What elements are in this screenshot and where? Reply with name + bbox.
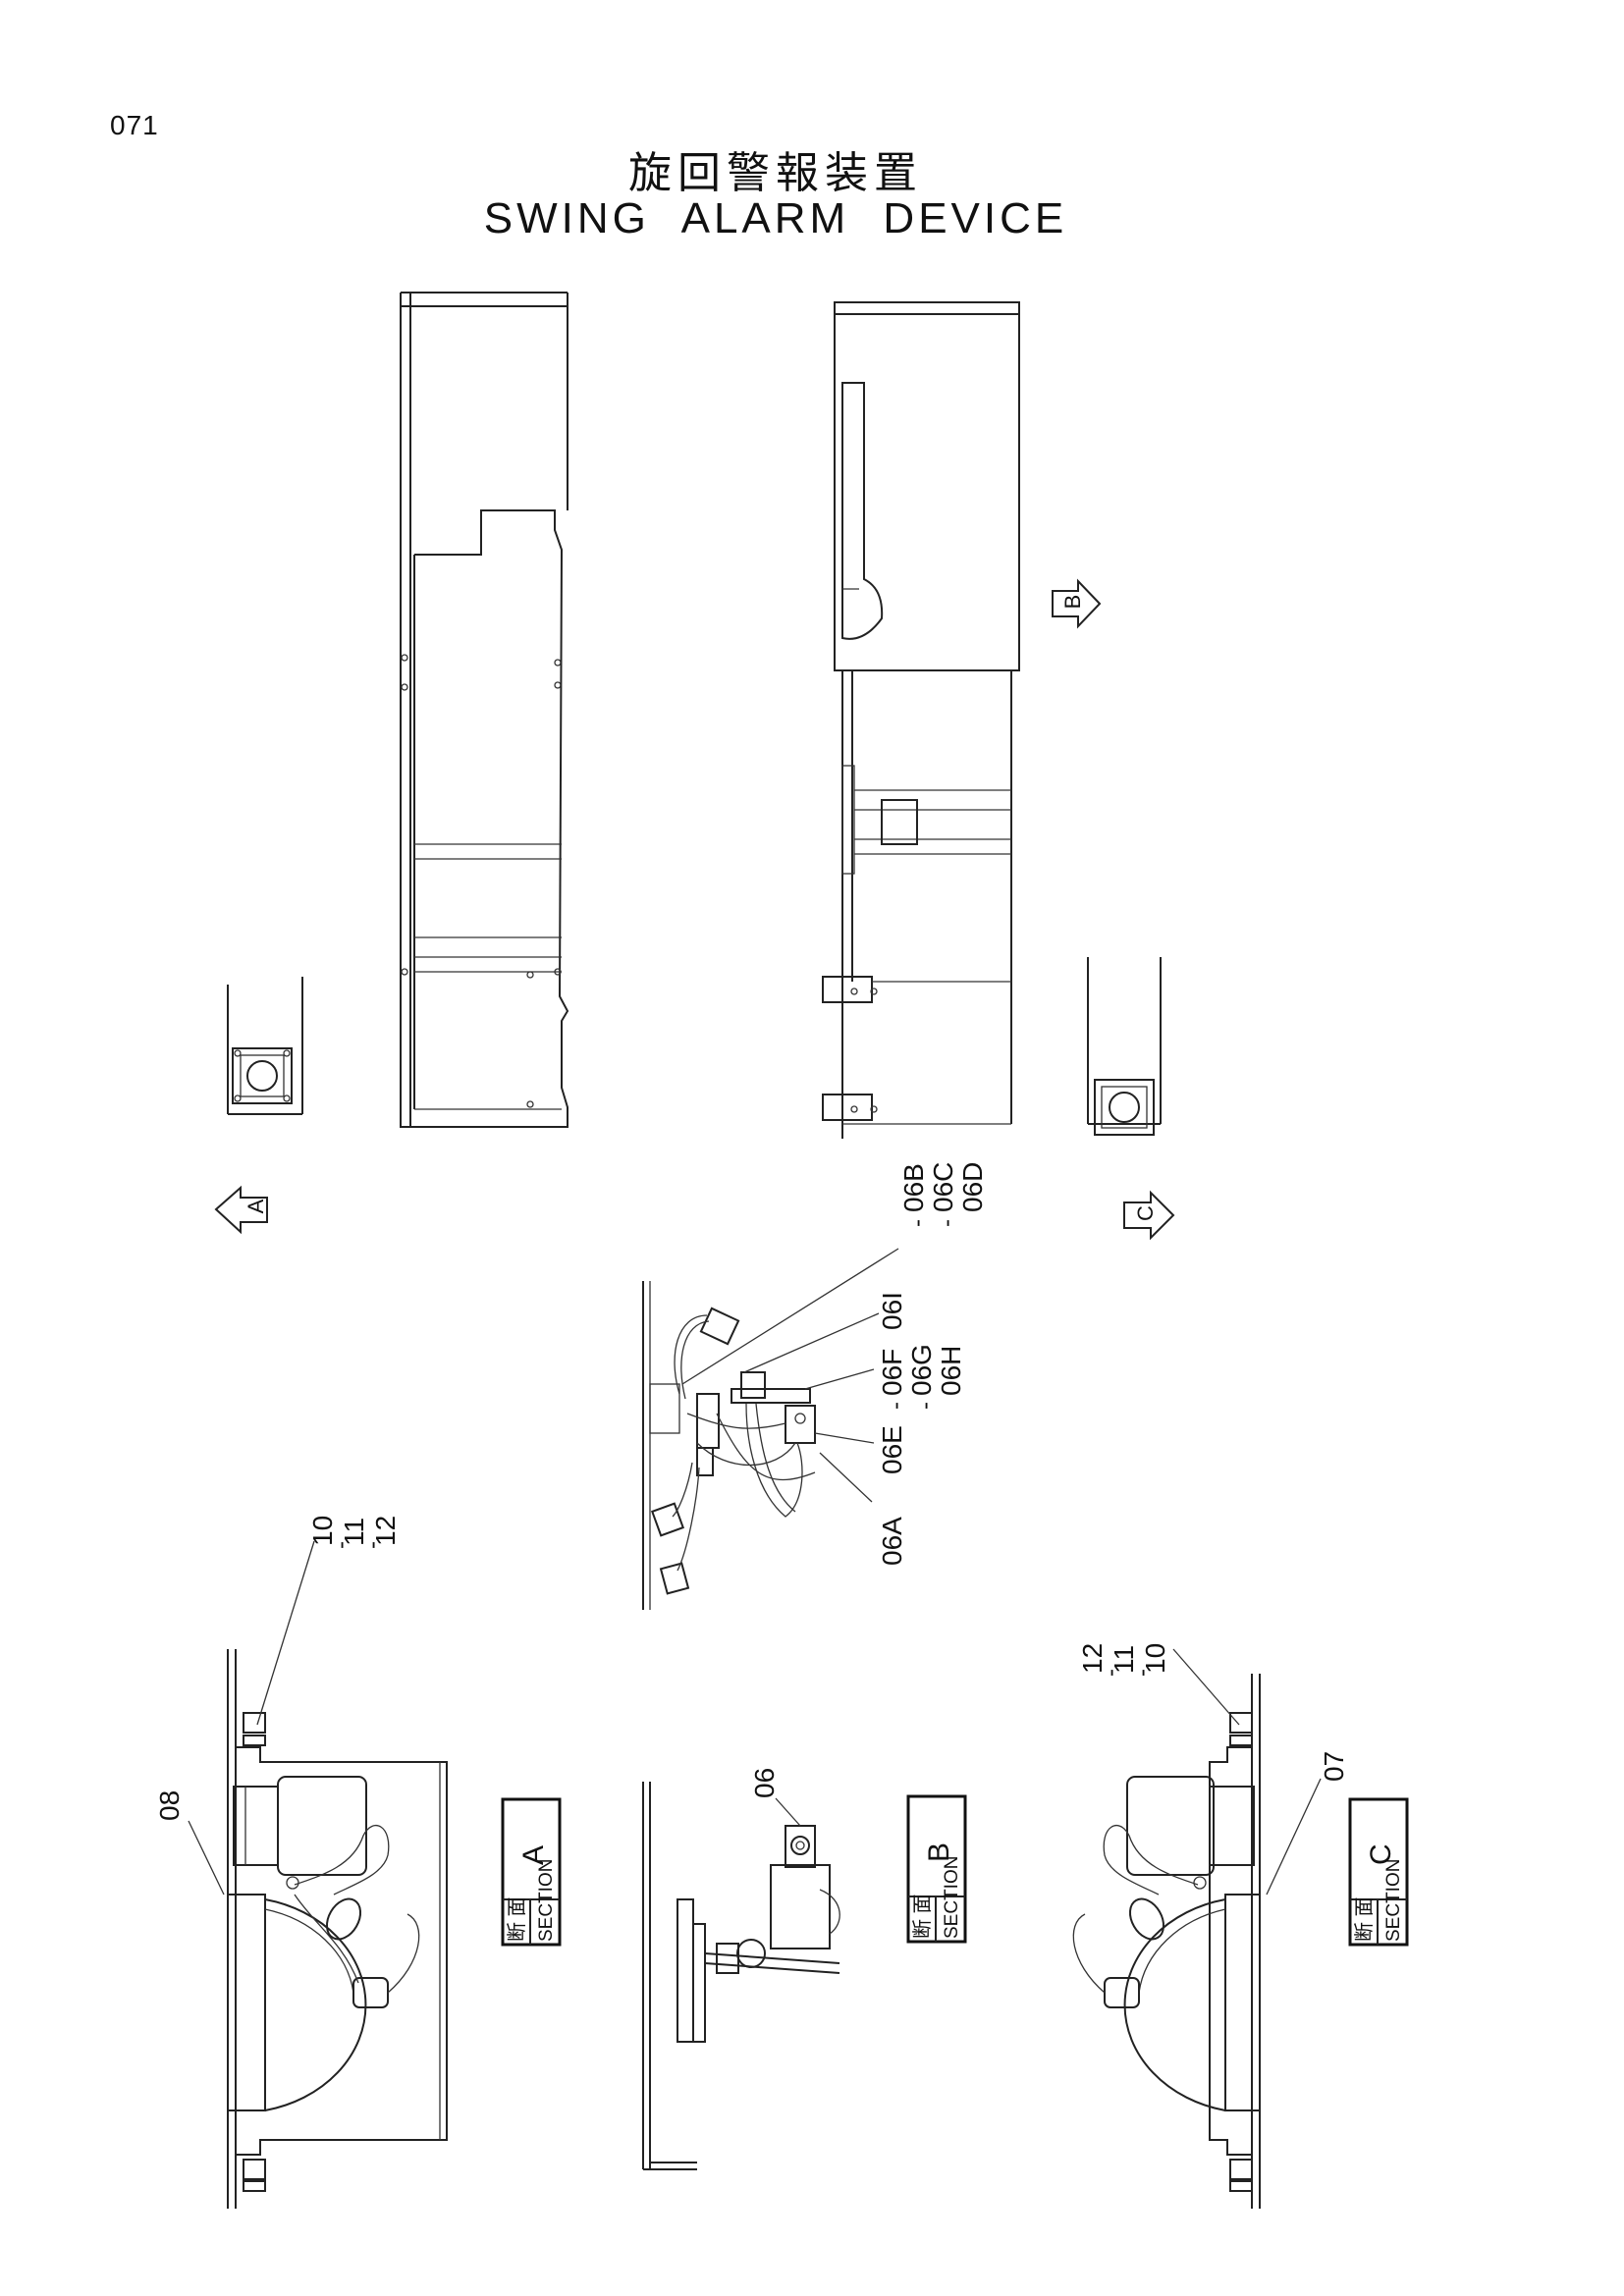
callout-left-12: 12	[370, 1516, 401, 1546]
wiring-leaders	[681, 1248, 899, 1503]
callout-left-dash1: -	[328, 1541, 354, 1549]
detail-right-plate	[1087, 957, 1162, 1136]
callout-07: 07	[1319, 1751, 1349, 1782]
callout-right-10: 10	[1140, 1643, 1170, 1674]
title-english: SWING ALARM DEVICE	[483, 194, 1068, 242]
view-arrow-b: B	[1052, 578, 1102, 629]
view-arrow-c: C	[1123, 1190, 1175, 1241]
section-b-letter: B	[923, 1842, 955, 1862]
callout-06f: 06F	[877, 1349, 907, 1396]
section-c-jp: 断 面	[1353, 1896, 1376, 1942]
section-b-drawing	[642, 1782, 840, 2170]
callout-left-dash2: -	[359, 1541, 386, 1549]
section-a-drawing	[188, 1540, 448, 2209]
callout-right-dash1: -	[1098, 1669, 1124, 1677]
page-number: 071	[110, 110, 159, 140]
section-a-letter: A	[517, 1845, 550, 1865]
section-c-en: SECTION	[1383, 1859, 1404, 1942]
section-c-letter: C	[1365, 1843, 1397, 1865]
callout-right-12: 12	[1077, 1643, 1108, 1674]
callout-06a: 06A	[877, 1517, 907, 1566]
view-label-a: A	[244, 1199, 268, 1213]
view-label-c: C	[1133, 1205, 1158, 1221]
section-c-label: 断 面 SECTION C	[1348, 1797, 1409, 1947]
detail-left-plate	[227, 977, 303, 1115]
callout-dash-b1: -	[904, 1219, 931, 1227]
callout-06b: 06B	[898, 1163, 929, 1212]
wiring-callouts: 06B - 06C - 06D 06I 06F - 06G - 06H 06E …	[877, 1162, 988, 1566]
view-label-b: B	[1060, 595, 1085, 610]
callout-06e: 06E	[877, 1425, 907, 1474]
callout-dash-b2: -	[934, 1219, 960, 1227]
callout-06i: 06I	[877, 1292, 907, 1330]
callout-06d: 06D	[957, 1162, 988, 1212]
callout-08: 08	[154, 1790, 185, 1821]
right-frame-view	[822, 301, 1020, 1139]
callout-right-11: 11	[1109, 1645, 1139, 1674]
section-a-jp: 断 面	[506, 1896, 528, 1942]
callout-06h: 06H	[936, 1346, 966, 1396]
left-frame-view	[400, 292, 569, 1128]
wiring-detail	[642, 1281, 816, 1610]
callout-06c: 06C	[928, 1162, 958, 1212]
view-arrow-a: A	[214, 1185, 268, 1235]
section-b-en: SECTION	[942, 1856, 962, 1939]
callout-dash-f2: -	[912, 1402, 939, 1410]
callout-06: 06	[749, 1768, 780, 1798]
callout-06g: 06G	[906, 1344, 937, 1396]
title-japanese: 旋回警報装置	[628, 148, 923, 198]
section-a-label: 断 面 SECTION A	[501, 1797, 562, 1947]
section-b-label: 断 面 SECTION B	[906, 1794, 967, 1944]
section-c-drawing	[1072, 1648, 1322, 2209]
callout-dash-f1: -	[883, 1402, 909, 1410]
callout-right-dash2: -	[1129, 1669, 1156, 1677]
section-b-jp: 断 面	[911, 1894, 934, 1939]
section-a-en: SECTION	[536, 1859, 557, 1942]
callout-left-11: 11	[339, 1518, 369, 1546]
callout-left-10: 10	[307, 1516, 338, 1546]
